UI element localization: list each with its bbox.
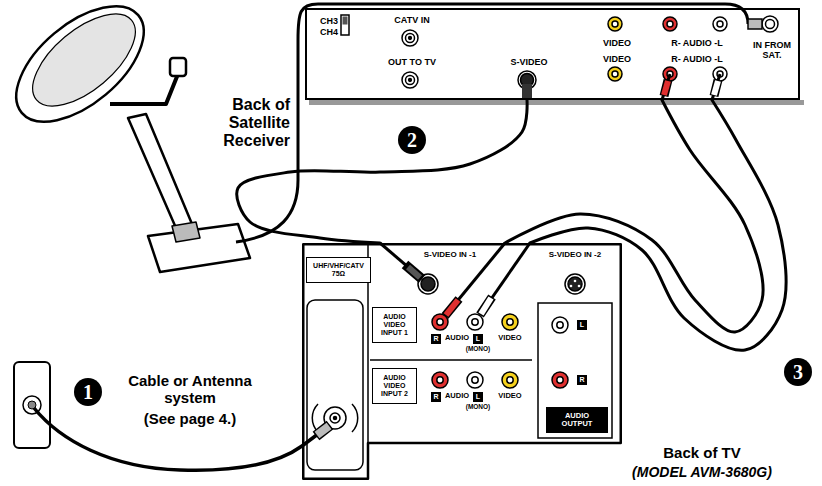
- panel-label: R: [579, 376, 584, 384]
- satellite-dish: [0, 0, 250, 272]
- jack-label: OUT TO TV: [388, 57, 436, 67]
- text-slot: VIDEO: [603, 54, 631, 64]
- channel-tag: L: [473, 334, 483, 344]
- text-slot: IN FROM SAT.: [749, 40, 795, 60]
- text-slot: 1: [74, 378, 102, 406]
- text-slot: VIDEO: [498, 334, 521, 342]
- text-slot: 2: [398, 126, 426, 154]
- text-slot: R- AUDIO -L: [671, 54, 723, 64]
- text-slot: S-VIDEO IN -2: [549, 251, 601, 260]
- channel-tag: L: [577, 320, 587, 330]
- jack-label: CH4: [320, 27, 338, 37]
- jack-label: S-VIDEO IN -2: [549, 251, 601, 260]
- text-slot: Cable or Antenna system: [115, 373, 265, 407]
- page-reference: (See page 4.): [144, 411, 237, 428]
- jack-label: AUDIO: [445, 334, 469, 342]
- receiver-plugs: [522, 74, 720, 100]
- panel-label: L: [476, 393, 480, 401]
- jack-label: VIDEO: [498, 334, 521, 342]
- panel-label: AUDIO OUTPUT: [557, 412, 597, 429]
- text-slot: (MONO): [466, 403, 491, 410]
- text-slot: VIDEO: [498, 392, 521, 400]
- callout-number: 2: [398, 126, 426, 154]
- jack-label: R- AUDIO -L: [671, 38, 723, 48]
- receiver-jacks: [341, 15, 778, 89]
- text-slot: CH4: [320, 27, 338, 37]
- receiver-back-panel: CH3CH4 CATV IN OUT TO TV S-VIDEO VIDEO R- AUD…: [305, 8, 800, 100]
- text-slot: (MODEL AVM-3680G): [632, 465, 772, 481]
- output-label-box: AUDIO OUTPUT: [546, 407, 608, 433]
- satellite-cable: [236, 4, 748, 242]
- device-caption: Back of TV: [663, 445, 741, 462]
- text-slot: (See page 4.): [144, 411, 237, 428]
- text-slot: AUDIO: [445, 392, 469, 400]
- text-slot: VIDEO: [603, 38, 631, 48]
- text-slot: CATV IN: [394, 15, 429, 25]
- channel-tag: R: [431, 334, 441, 344]
- text-slot: AUDIO: [445, 334, 469, 342]
- jack-label: CATV IN: [394, 15, 429, 25]
- panel-label: AUDIO VIDEO INPUT 2: [376, 374, 414, 397]
- tv-panel-details: [307, 245, 612, 470]
- device-caption: Cable or Antenna system: [115, 373, 265, 407]
- model-number: (MODEL AVM-3680G): [632, 465, 772, 481]
- panel-label: AUDIO VIDEO INPUT 1: [376, 313, 414, 336]
- wall-outlet: [14, 362, 50, 448]
- jack-label: S-VIDEO: [510, 57, 547, 67]
- channel-tag: R: [431, 392, 441, 402]
- text-slot: OUT TO TV: [388, 57, 436, 67]
- jack-label: (MONO): [466, 345, 491, 352]
- text-slot: 3: [784, 358, 812, 386]
- jack-label: IN FROM SAT.: [749, 40, 795, 60]
- channel-tag: R: [577, 375, 587, 385]
- text-slot: R- AUDIO -L: [671, 38, 723, 48]
- text-slot: CH3: [320, 16, 338, 26]
- tv-back-panel: UHF/VHF/CATV 75Ω AUDIO VIDEO INPUT 1 R L AUD…: [302, 243, 622, 480]
- text-slot: S-VIDEO IN -1: [424, 251, 476, 260]
- receiver-shadow: [309, 100, 804, 105]
- text-slot: Back of Satellite Receiver: [208, 96, 290, 150]
- callout-number: 3: [784, 358, 812, 386]
- device-caption: Back of Satellite Receiver: [208, 96, 290, 150]
- input-group-box: AUDIO VIDEO INPUT 2: [372, 368, 417, 404]
- panel-outline: [302, 243, 622, 480]
- antenna-cable: [34, 408, 318, 470]
- panel-label: L: [580, 321, 584, 329]
- channel-tag: L: [473, 392, 483, 402]
- jack-label: CH3: [320, 16, 338, 26]
- callout-number: 1: [74, 378, 102, 406]
- tv-jacks: [324, 274, 585, 429]
- panel-outline: [303, 244, 621, 479]
- jack-label: VIDEO: [603, 38, 631, 48]
- input-group-box: AUDIO VIDEO INPUT 1: [372, 307, 417, 343]
- panel-label: R: [433, 393, 438, 401]
- panel-label: R: [433, 335, 438, 343]
- jack-label: VIDEO: [498, 392, 521, 400]
- text-slot: (MONO): [466, 345, 491, 352]
- cable: [530, 100, 786, 350]
- antenna-input-box: UHF/VHF/CATV 75Ω: [306, 257, 371, 283]
- jack-label: VIDEO: [603, 54, 631, 64]
- jack-label: R- AUDIO -L: [671, 54, 723, 64]
- panel-label: L: [476, 335, 480, 343]
- panel-label: UHF/VHF/CATV 75Ω: [310, 262, 368, 278]
- cable: [505, 100, 763, 332]
- jack-label: (MONO): [466, 403, 491, 410]
- text-slot: Back of TV: [663, 445, 741, 462]
- jack-label: AUDIO: [445, 392, 469, 400]
- text-slot: S-VIDEO: [510, 57, 547, 67]
- jack-label: S-VIDEO IN -1: [424, 251, 476, 260]
